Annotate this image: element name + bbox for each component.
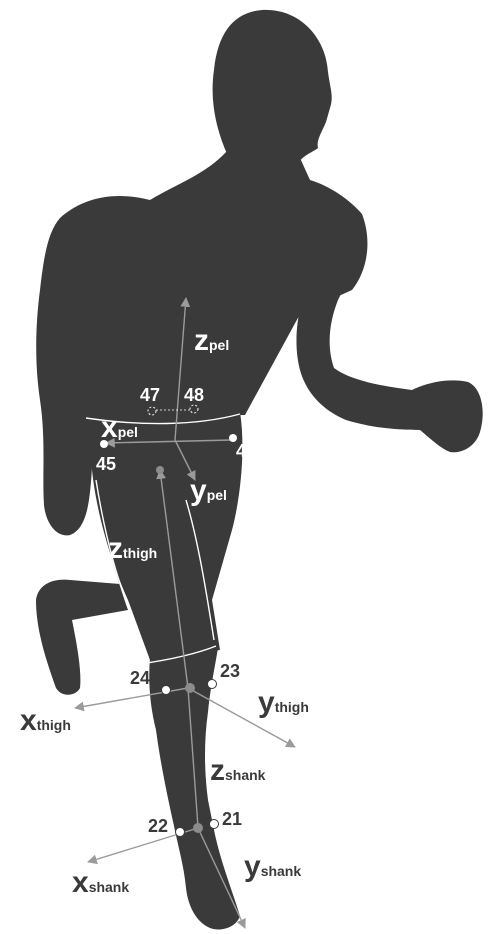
- marker-48-label: 48: [184, 385, 204, 405]
- marker-47-label: 47: [140, 385, 160, 405]
- y-thigh-label: ythigh: [258, 686, 309, 719]
- ankle-joint-center: [193, 823, 203, 833]
- marker-45-label: 45: [96, 454, 116, 474]
- marker-24-dot: [162, 686, 171, 695]
- y-shank-label: yshank: [244, 850, 301, 883]
- marker-23-label: 23: [220, 661, 240, 681]
- knee-joint-center: [185, 683, 195, 693]
- marker-46-label: 46: [236, 441, 256, 461]
- marker-21-label: 21: [222, 809, 242, 829]
- marker-22-label: 22: [148, 816, 168, 836]
- z-shank-label: zshank: [210, 754, 266, 787]
- hip-joint-center: [156, 466, 164, 474]
- marker-21-dot: [210, 820, 219, 829]
- marker-22-dot: [176, 828, 185, 837]
- x-thigh-label: xthigh: [20, 704, 71, 737]
- marker-23-dot: [208, 680, 217, 689]
- x-shank-label: xshank: [72, 866, 129, 899]
- marker-24-label: 24: [130, 668, 150, 688]
